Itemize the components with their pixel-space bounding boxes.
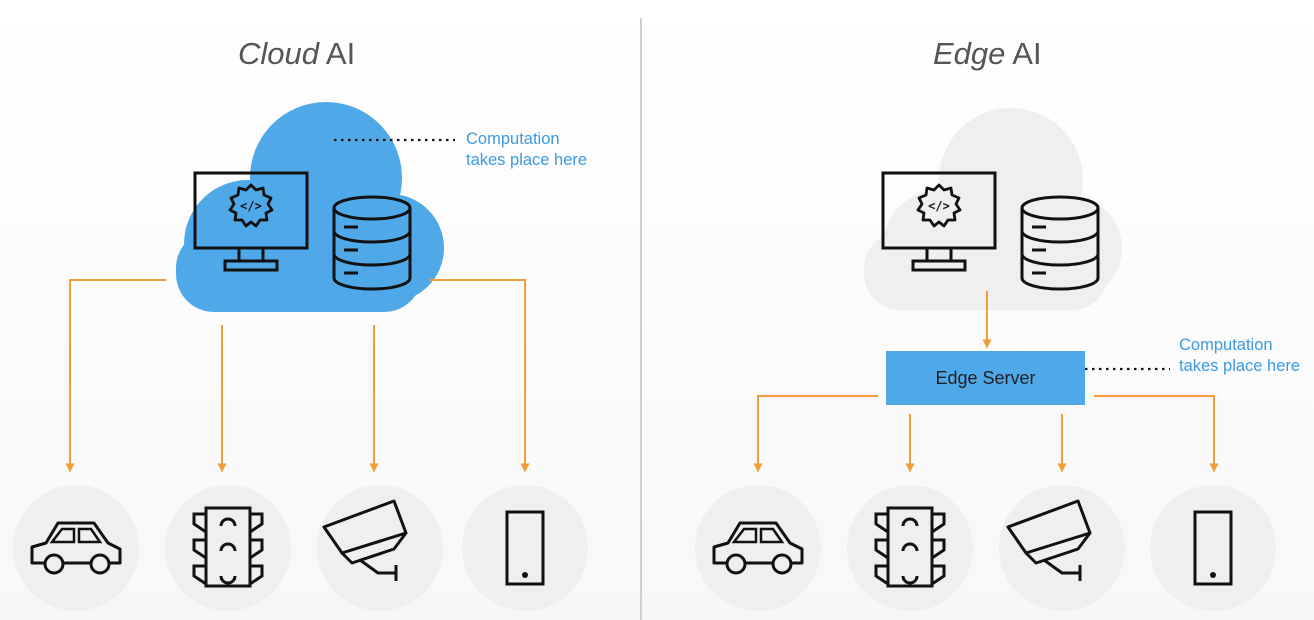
edge-computation-note: Computation takes place here — [1179, 335, 1300, 377]
cloud-device-camera — [317, 485, 443, 611]
edge-note-line2: takes place here — [1179, 357, 1301, 375]
edge-device-car — [695, 485, 821, 611]
edge-device-camera — [999, 485, 1125, 611]
cloud-note-line2: takes place here — [466, 151, 588, 169]
cloud-device-car — [13, 485, 139, 611]
panel-divider — [640, 18, 642, 620]
cloud-device-phone — [462, 485, 588, 611]
cloud-computation-note: Computation takes place here — [466, 129, 587, 171]
edge-device-phone — [1150, 485, 1276, 611]
edge-note-line1: Computation — [1179, 336, 1273, 354]
edge-arrows — [753, 291, 1219, 473]
cloud-note-line1: Computation — [466, 130, 560, 148]
cloud-device-traffic-light — [165, 485, 291, 611]
cloud-title-italic: Cloud — [238, 36, 319, 71]
edge-device-traffic-light — [847, 485, 973, 611]
edge-title-rest: AI — [1005, 36, 1042, 71]
edge-server-box: Edge Server — [886, 351, 1085, 405]
cloud-arrows — [65, 279, 530, 473]
cloud-shape-grey — [864, 108, 1122, 310]
edge-server-label: Edge Server — [935, 367, 1036, 388]
edge-ai-title: Edge AI — [933, 36, 1042, 72]
cloud-ai-title: Cloud AI — [238, 36, 355, 72]
cloud-shape — [176, 102, 444, 312]
edge-title-italic: Edge — [933, 36, 1006, 71]
cloud-title-rest: AI — [319, 36, 356, 71]
